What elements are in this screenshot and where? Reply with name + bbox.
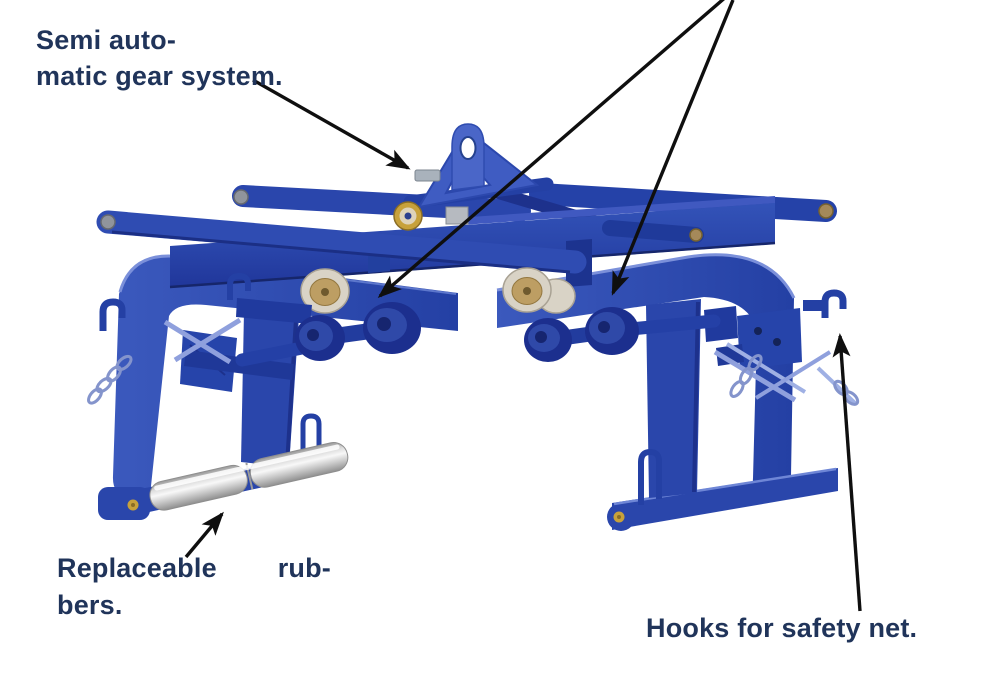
machine (87, 123, 860, 531)
gear-tab (414, 169, 441, 182)
safety-net-hooks (99, 272, 847, 331)
lifting-eye-assembly (403, 123, 554, 209)
chain-left (87, 354, 133, 405)
gear-box (445, 206, 469, 225)
hooks-arrow (832, 333, 862, 612)
lifting-eye-hole (459, 136, 477, 160)
label-safety-net-hooks: Hooks for safety net. (646, 613, 918, 643)
pivot-pin (689, 228, 703, 242)
pulleys (300, 267, 576, 314)
label-replaceable-rubbers: Replaceable rub- bers. (57, 550, 331, 624)
right-cam-roller-arrow (611, 0, 735, 296)
left-foot-stirrup (300, 413, 322, 458)
right-leg-frame (496, 253, 838, 531)
left-foot-block (98, 487, 150, 520)
label-gear-line1: Semi auto- (36, 25, 177, 55)
safety-net-hook-left-outer (99, 298, 126, 331)
pivot-pin (100, 214, 116, 230)
right-inner-leg (646, 299, 701, 498)
cam-roller-right (524, 307, 721, 362)
cam-roller-left (295, 302, 421, 361)
label-rubbers-line2: bers. (57, 590, 123, 620)
gear-system-arrow (252, 78, 411, 170)
left-cam-roller-arrow (377, 0, 725, 298)
label-gear-line2: matic gear system. (36, 61, 283, 91)
rubber-roller (149, 442, 349, 511)
right-foot (607, 467, 838, 531)
pivot-pin (233, 189, 249, 205)
safety-net-hook-left-inner (227, 272, 251, 300)
pivot-pin (818, 203, 834, 219)
left-foot-rubber-roller (98, 413, 349, 520)
annotation-arrows (184, 0, 862, 612)
right-foot-stirrup (638, 448, 662, 505)
label-rubbers-line1: Replaceable rub- (57, 553, 331, 583)
rubbers-arrow (184, 511, 224, 559)
safety-net-hook-right (821, 289, 847, 318)
front-arm (96, 201, 704, 274)
label-gear-system: Semi auto- matic gear system. (36, 22, 283, 94)
